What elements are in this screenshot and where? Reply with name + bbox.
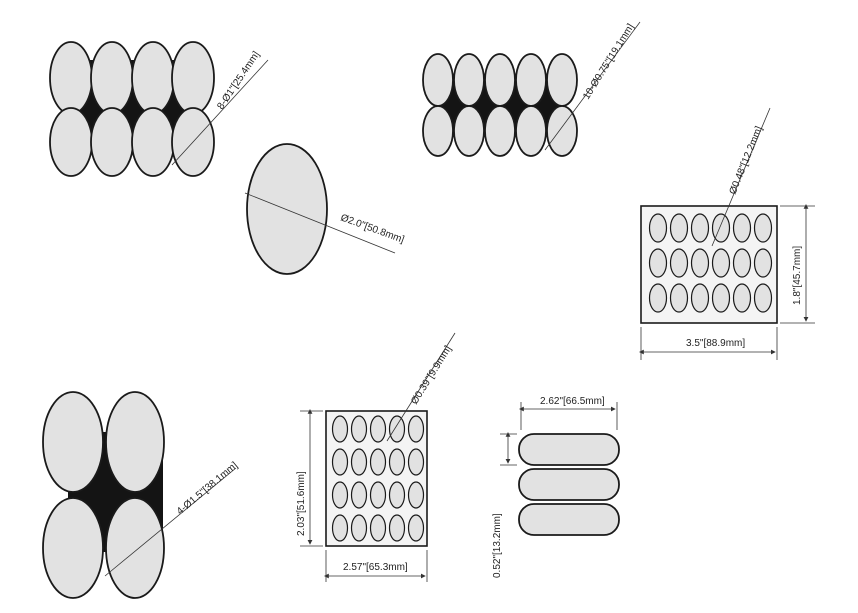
grid-20-cells: Ø0.39"[9.9mm] 2.57"[65.3mm] 2.03"[51.6mm… bbox=[296, 332, 456, 582]
cell bbox=[669, 283, 689, 313]
leader-line bbox=[171, 59, 269, 166]
cell bbox=[246, 143, 328, 275]
cell bbox=[732, 213, 752, 243]
single-cell: Ø2.0"[50.8mm] bbox=[244, 143, 406, 275]
cell bbox=[407, 481, 425, 509]
cell bbox=[453, 53, 485, 107]
bars-3-width-label: 2.62"[66.5mm] bbox=[540, 396, 605, 407]
cell bbox=[711, 283, 731, 313]
cell bbox=[369, 514, 387, 542]
cell bbox=[369, 481, 387, 509]
grid-18-width-label: 3.5"[88.9mm] bbox=[686, 338, 745, 349]
cell bbox=[422, 105, 454, 157]
grid-18-height-label: 1.8"[45.7mm] bbox=[792, 246, 803, 305]
cell bbox=[711, 248, 731, 278]
cell bbox=[331, 448, 349, 476]
grid-20-width-label: 2.57"[65.3mm] bbox=[343, 562, 408, 573]
grid-18-discs bbox=[648, 213, 773, 313]
cell bbox=[369, 448, 387, 476]
cell-bar bbox=[518, 468, 620, 501]
grid-20-dia-label: Ø0.39"[9.9mm] bbox=[409, 344, 454, 407]
cell bbox=[388, 514, 406, 542]
cell bbox=[690, 213, 710, 243]
cell-bar bbox=[518, 433, 620, 466]
cluster-8-label: 8-Ø1"[25.4mm] bbox=[215, 49, 262, 111]
bars-3-height-label: 0.52"[13.2mm] bbox=[492, 513, 503, 578]
cell bbox=[669, 213, 689, 243]
cluster-4-label: 4-Ø1.5"[38.1mm] bbox=[175, 460, 240, 517]
cell bbox=[648, 248, 668, 278]
cell bbox=[732, 248, 752, 278]
single-cell-label: Ø2.0"[50.8mm] bbox=[339, 212, 406, 245]
cell bbox=[753, 213, 773, 243]
cell bbox=[388, 448, 406, 476]
cell bbox=[648, 213, 668, 243]
grid-18-dia-label: Ø0.48"[12.2mm] bbox=[728, 125, 765, 197]
cell bbox=[171, 41, 215, 115]
cell bbox=[131, 107, 175, 177]
cell bbox=[90, 41, 134, 115]
cell bbox=[753, 248, 773, 278]
cell bbox=[515, 53, 547, 107]
grid-20-discs bbox=[331, 415, 425, 542]
cell bbox=[422, 53, 454, 107]
cell bbox=[350, 481, 368, 509]
cluster-10-label: 10-Ø0.75"[19.1mm] bbox=[581, 22, 637, 102]
cell bbox=[42, 497, 104, 599]
cell bbox=[484, 105, 516, 157]
bars-3-cells: 2.62"[66.5mm] 0.52"[13.2mm] bbox=[492, 396, 620, 578]
cell bbox=[350, 514, 368, 542]
cell bbox=[350, 415, 368, 443]
cell bbox=[388, 415, 406, 443]
cell bbox=[515, 105, 547, 157]
cell bbox=[690, 283, 710, 313]
cell bbox=[350, 448, 368, 476]
cell bbox=[669, 248, 689, 278]
cell bbox=[690, 248, 710, 278]
cluster-8-cells: 8-Ø1"[25.4mm] bbox=[49, 41, 269, 177]
cell bbox=[49, 107, 93, 177]
cell bbox=[369, 415, 387, 443]
cell bbox=[453, 105, 485, 157]
cluster-4-cells: 4-Ø1.5"[38.1mm] bbox=[42, 391, 240, 599]
cell bbox=[648, 283, 668, 313]
cell bbox=[105, 391, 165, 493]
leader-line bbox=[711, 107, 771, 247]
cell bbox=[407, 415, 425, 443]
cell bbox=[331, 415, 349, 443]
cell bbox=[42, 391, 104, 493]
cell bbox=[546, 53, 578, 107]
grid-20-height-label: 2.03"[51.6mm] bbox=[296, 471, 307, 536]
cell bbox=[732, 283, 752, 313]
cell bbox=[388, 481, 406, 509]
cell bbox=[131, 41, 175, 115]
cell bbox=[49, 41, 93, 115]
cell bbox=[407, 448, 425, 476]
grid-18-cells: Ø0.48"[12.2mm] 3.5"[88.9mm] 1.8"[45.7mm] bbox=[639, 107, 815, 360]
leader-line bbox=[544, 21, 641, 151]
leader-line bbox=[386, 332, 456, 442]
leader-line bbox=[244, 192, 396, 254]
cell bbox=[546, 105, 578, 157]
cell bbox=[331, 481, 349, 509]
cell bbox=[753, 283, 773, 313]
cell bbox=[407, 514, 425, 542]
cell-bar bbox=[518, 503, 620, 536]
cluster-10-cells: 10-Ø0.75"[19.1mm] bbox=[422, 21, 641, 157]
cell bbox=[105, 497, 165, 599]
cell bbox=[90, 107, 134, 177]
cell bbox=[331, 514, 349, 542]
leader-line bbox=[104, 467, 237, 577]
cell bbox=[484, 53, 516, 107]
